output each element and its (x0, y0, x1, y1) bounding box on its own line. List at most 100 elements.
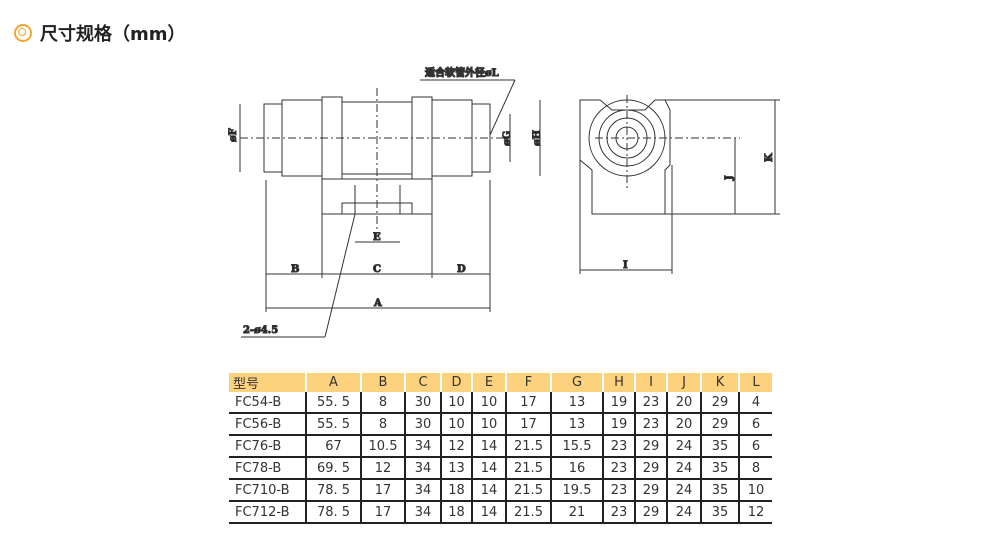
label-phi-h: øH (532, 130, 543, 146)
value-cell: 10 (440, 413, 472, 436)
value-cell: 24 (666, 479, 701, 502)
value-cell: 10 (738, 479, 772, 502)
header-cell: G (550, 373, 603, 392)
value-cell: 19 (602, 413, 635, 436)
value-cell: 29 (700, 413, 739, 436)
value-cell: 21.5 (505, 457, 551, 480)
value-cell: 6 (738, 413, 772, 436)
label-e: E (373, 232, 381, 243)
value-cell: 24 (666, 501, 701, 524)
value-cell: 14 (471, 479, 506, 502)
header-cell: I (634, 373, 667, 392)
value-cell: 34 (404, 501, 441, 524)
value-cell: 23 (602, 501, 635, 524)
value-cell: 16 (550, 457, 603, 480)
value-cell: 14 (471, 457, 506, 480)
label-d: D (457, 264, 466, 275)
value-cell: 24 (666, 457, 701, 480)
label-hose: 适合软管外径øL (425, 66, 499, 79)
value-cell: 29 (634, 501, 667, 524)
value-cell: 10 (471, 413, 506, 436)
header-cell: A (305, 373, 361, 392)
value-cell: 69. 5 (305, 457, 361, 480)
value-cell: 21.5 (505, 501, 551, 524)
value-cell: 23 (602, 479, 635, 502)
value-cell: 12 (360, 457, 405, 480)
value-cell: 67 (305, 435, 361, 458)
value-cell: 55. 5 (305, 392, 361, 414)
value-cell: 35 (700, 457, 739, 480)
value-cell: 13 (550, 392, 603, 414)
section-title-text: 尺寸规格（mm） (40, 24, 186, 45)
value-cell: 17 (360, 479, 405, 502)
value-cell: 8 (360, 392, 405, 414)
value-cell: 78. 5 (305, 501, 361, 524)
value-cell: 8 (738, 457, 772, 480)
value-cell: 29 (634, 435, 667, 458)
value-cell: 24 (666, 435, 701, 458)
value-cell: 17 (505, 413, 551, 436)
header-cell: L (738, 373, 772, 392)
value-cell: 35 (700, 435, 739, 458)
header-cell: 型号 (229, 373, 306, 392)
header-cell: B (360, 373, 405, 392)
value-cell: 4 (738, 392, 772, 414)
front-view (239, 79, 541, 338)
label-phi-g: øG (502, 131, 513, 146)
label-phi-f: øF (228, 128, 239, 142)
value-cell: 23 (602, 457, 635, 480)
value-cell: 35 (700, 479, 739, 502)
model-cell: FC54-B (229, 392, 306, 414)
header-cell: K (700, 373, 739, 392)
header-cell: C (404, 373, 441, 392)
label-i: I (623, 260, 628, 271)
value-cell: 13 (550, 413, 603, 436)
label-holes: 2-ø4.5 (243, 325, 278, 336)
header-cell: E (471, 373, 506, 392)
value-cell: 10 (440, 392, 472, 414)
value-cell: 19 (602, 392, 635, 414)
value-cell: 12 (738, 501, 772, 524)
value-cell: 18 (440, 479, 472, 502)
value-cell: 30 (404, 392, 441, 414)
value-cell: 14 (471, 501, 506, 524)
value-cell: 13 (440, 457, 472, 480)
label-j: J (724, 175, 735, 181)
value-cell: 29 (634, 479, 667, 502)
value-cell: 20 (666, 392, 701, 414)
model-cell: FC710-B (229, 479, 306, 502)
value-cell: 21 (550, 501, 603, 524)
value-cell: 17 (360, 501, 405, 524)
value-cell: 34 (404, 479, 441, 502)
value-cell: 55. 5 (305, 413, 361, 436)
header-cell: F (505, 373, 551, 392)
section-title: 尺寸规格（mm） (14, 20, 186, 46)
value-cell: 23 (634, 413, 667, 436)
value-cell: 6 (738, 435, 772, 458)
side-view (579, 95, 780, 274)
header-cell: J (666, 373, 701, 392)
value-cell: 10 (471, 392, 506, 414)
header-cell: H (602, 373, 635, 392)
value-cell: 20 (666, 413, 701, 436)
value-cell: 19.5 (550, 479, 603, 502)
model-cell: FC712-B (229, 501, 306, 524)
value-cell: 8 (360, 413, 405, 436)
value-cell: 14 (471, 435, 506, 458)
value-cell: 78. 5 (305, 479, 361, 502)
value-cell: 23 (634, 392, 667, 414)
label-a: A (373, 298, 382, 309)
circle-bullet-icon (14, 24, 32, 42)
value-cell: 21.5 (505, 479, 551, 502)
value-cell: 35 (700, 501, 739, 524)
value-cell: 29 (700, 392, 739, 414)
value-cell: 34 (404, 435, 441, 458)
